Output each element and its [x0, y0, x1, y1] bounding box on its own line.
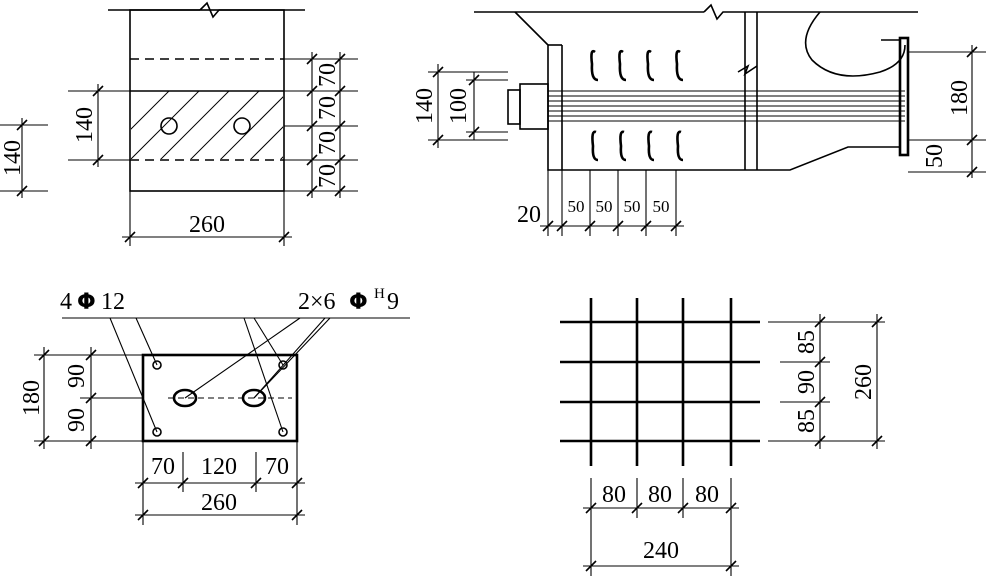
bar-count: 4: [60, 289, 72, 315]
dim-right-70-a: 70: [315, 63, 341, 87]
dim-hatch-height: 140: [72, 107, 98, 143]
anchor-superscript: H: [374, 286, 385, 302]
dim-right-90: 90: [794, 370, 820, 394]
bar-size: 12: [101, 289, 125, 315]
dim-bottom-50-2: 50: [596, 197, 613, 216]
anchor-size: 9: [387, 289, 399, 315]
dim-left-outer: 180: [19, 380, 45, 416]
dim-right-180: 180: [947, 80, 973, 116]
dim-right-70-b: 70: [315, 96, 341, 120]
section-view-top-left: 140 140 260 70 70 70 70: [0, 1, 358, 246]
dim-bottom-total: 260: [201, 490, 237, 516]
anchor-prefix: 2×6: [298, 289, 336, 315]
dim-right-85-bottom: 85: [794, 409, 820, 433]
bar-hole-br: [278, 427, 288, 437]
bolt-hole-right: [233, 117, 251, 135]
dim-bottom-120: 120: [201, 454, 237, 480]
dim-bottom-50-1: 50: [568, 197, 585, 216]
dim-side-height: 140: [0, 140, 26, 176]
dim-bottom-50-4: 50: [653, 197, 670, 216]
dim-right-85-top: 85: [794, 330, 820, 354]
opening-arc: [804, 11, 906, 77]
dim-right-50: 50: [922, 144, 948, 168]
dim-right-70-d: 70: [315, 164, 341, 188]
break-symbol: [703, 3, 918, 21]
bar-hole-tr: [278, 360, 288, 370]
bar-hole-bl: [152, 427, 162, 437]
mesh-view-bottom-right: 85 90 85 260 80 80 80 240: [560, 298, 885, 576]
bar-hole-tl: [152, 360, 162, 370]
dim-bottom-50-3: 50: [624, 197, 641, 216]
elevation-view-top-right: 140 100 180 50 20 50 50 50 50: [412, 3, 986, 236]
dim-right-70-c: 70: [315, 131, 341, 155]
anchor-washer: [519, 83, 549, 130]
dim-width: 260: [189, 212, 225, 238]
dim-bottom-20: 20: [517, 202, 541, 228]
dim-right-total: 260: [851, 364, 877, 400]
member-outline: [129, 9, 285, 192]
rebar-symbol-left: Φ: [77, 290, 96, 315]
dim-bottom-total: 240: [643, 538, 679, 564]
dim-bottom-70-left: 70: [151, 454, 175, 480]
dim-bottom-80-2: 80: [648, 482, 672, 508]
rebar-symbol-right: Φ: [349, 290, 368, 315]
anchor-nut: [507, 89, 521, 125]
stirrup-hook: [590, 49, 599, 82]
bolt-hole-left: [160, 117, 178, 135]
dim-bottom-70-right: 70: [265, 454, 289, 480]
plate-view-bottom-left: 4 Φ 12 2×6 Φ H 9 180 90 90 70: [19, 286, 410, 525]
dim-left-inner: 100: [446, 88, 472, 124]
dim-left-90-bottom: 90: [64, 408, 90, 432]
dim-left-outer: 140: [412, 88, 438, 124]
dim-bottom-80-1: 80: [602, 482, 626, 508]
dim-left-90-top: 90: [64, 364, 90, 388]
hatch-pattern: [131, 91, 283, 159]
dim-bottom-80-3: 80: [695, 482, 719, 508]
